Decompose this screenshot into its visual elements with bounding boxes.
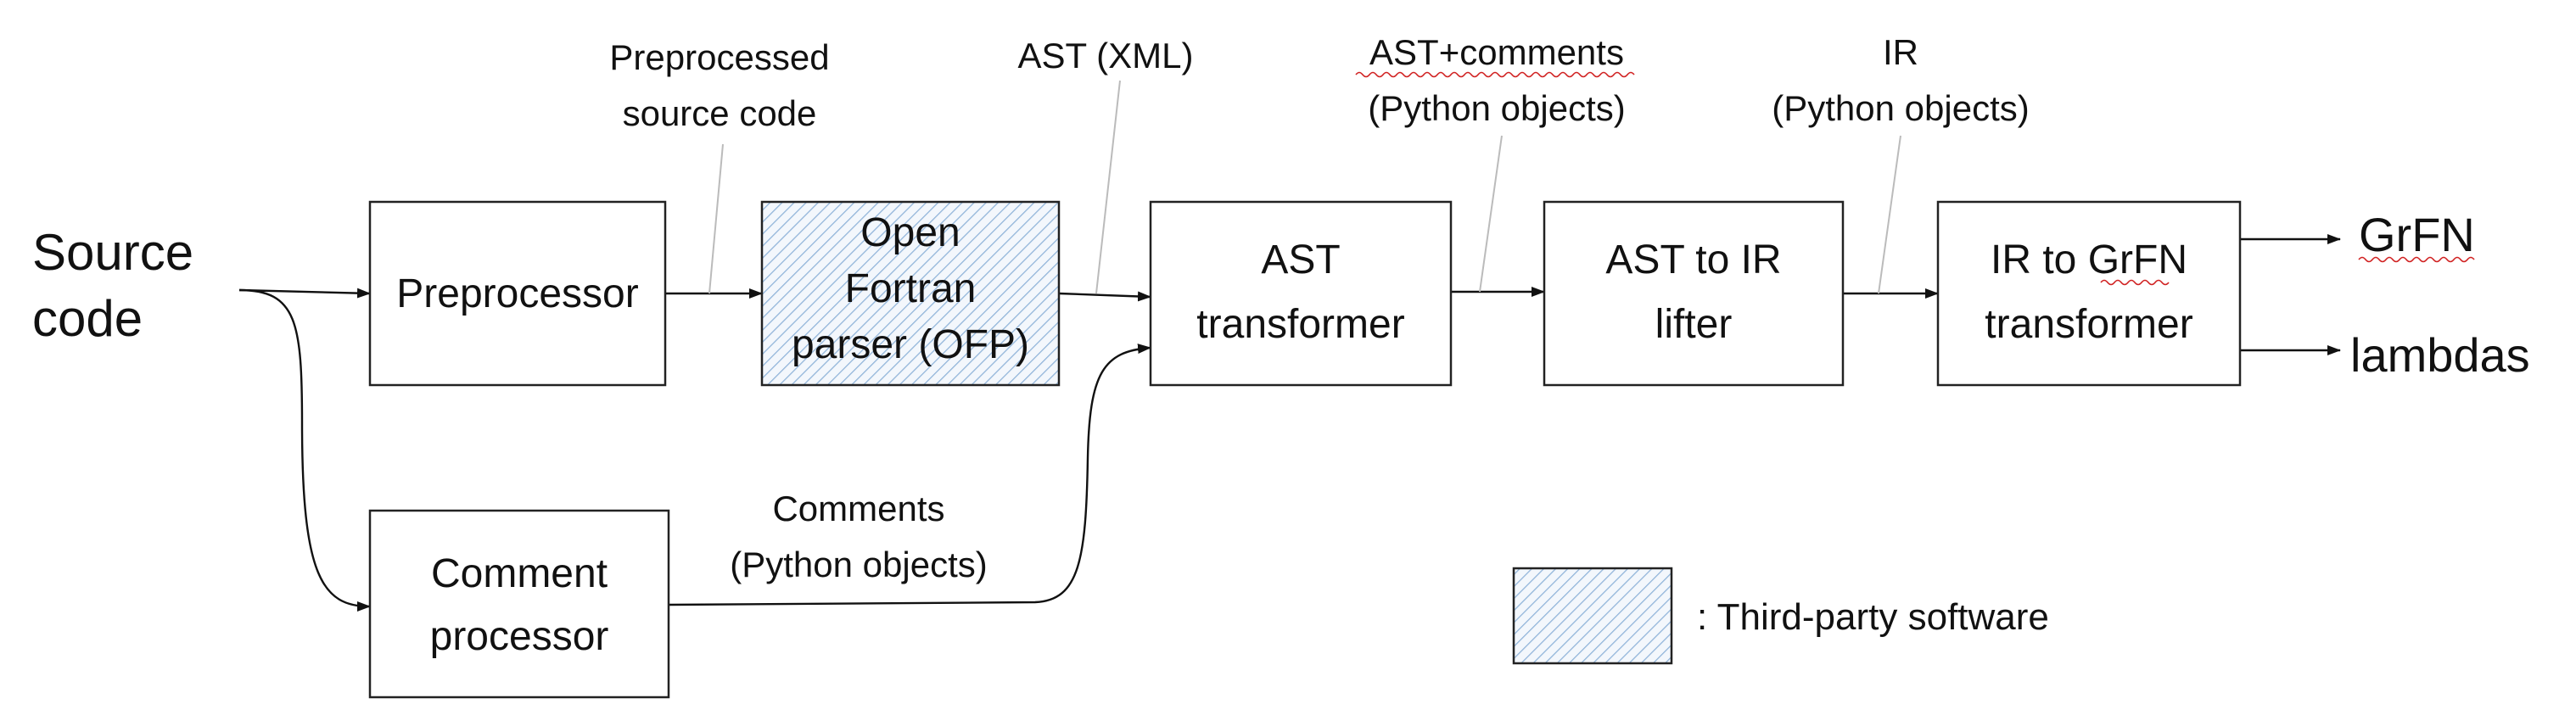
edge-ofp-to-ast-transformer (1058, 291, 1151, 302)
leader-preprocessed (708, 143, 724, 294)
ir-to-grfn-transformer-node: IR to GrFN transformer (1936, 200, 2242, 387)
ast-to-ir-lifter-node: AST to IR lifter (1543, 200, 1845, 387)
comment-processor-node: Comment processor (368, 509, 670, 699)
legend-text: : Third-party software (1697, 596, 2049, 638)
legend: : Third-party software (1512, 567, 2049, 665)
ast-comments-label-line1: AST+comments (1369, 32, 1624, 72)
comments-label-line2: (Python objects) (730, 545, 987, 584)
ofp-label-line3: parser (OFP) (792, 322, 1029, 367)
edge-source-to-preprocessor (238, 288, 371, 299)
output-lambdas: lambdas (2350, 328, 2530, 382)
ast-transformer-node: AST transformer (1149, 200, 1453, 387)
comment-processor-label-line1: Comment (431, 551, 608, 596)
source-code-label-line2: code (32, 290, 143, 347)
edge-comments-to-ast-transformer (668, 344, 1151, 606)
ofp-label-line2: Fortran (845, 266, 977, 311)
comments-label-line1: Comments (772, 489, 944, 528)
ast-transformer-label-line2: transformer (1196, 302, 1404, 347)
comment-processor-label-line2: processor (430, 614, 609, 659)
preprocessed-label-line2: source code (623, 93, 817, 133)
ir-to-grfn-label-line1: IR to GrFN (1991, 237, 2187, 282)
ast-to-ir-label-line1: AST to IR (1605, 237, 1781, 282)
leader-ir (1878, 135, 1901, 294)
spellcheck-underline-grfn-output (2358, 256, 2475, 263)
spellcheck-underline-grfn-box (2100, 279, 2170, 286)
ir-label-line2: (Python objects) (1772, 88, 2029, 128)
ast-xml-label: AST (XML) (1018, 36, 1194, 75)
ir-to-grfn-label-line2: transformer (1985, 302, 2192, 347)
ofp-node: Open Fortran parser (OFP) (760, 200, 1061, 387)
ofp-label-line1: Open (860, 210, 960, 255)
source-code-label-line1: Source (32, 224, 193, 281)
edge-source-to-comment-processor (238, 288, 371, 612)
ast-transformer-label-line1: AST (1261, 237, 1340, 282)
ir-label-line1: IR (1883, 32, 1918, 72)
preprocessed-label-line1: Preprocessed (609, 37, 829, 77)
leader-ast-comments (1479, 135, 1503, 293)
spellcheck-underline-ast-comments (1355, 71, 1635, 78)
ast-comments-label-line2: (Python objects) (1368, 88, 1625, 128)
leader-ast-xml (1095, 80, 1121, 294)
preprocessor-node: Preprocessor (368, 200, 667, 387)
legend-swatch (1512, 567, 1673, 665)
preprocessor-label: Preprocessor (396, 271, 638, 316)
output-grfn: GrFN (2359, 208, 2475, 261)
ast-to-ir-label-line2: lifter (1655, 302, 1733, 347)
